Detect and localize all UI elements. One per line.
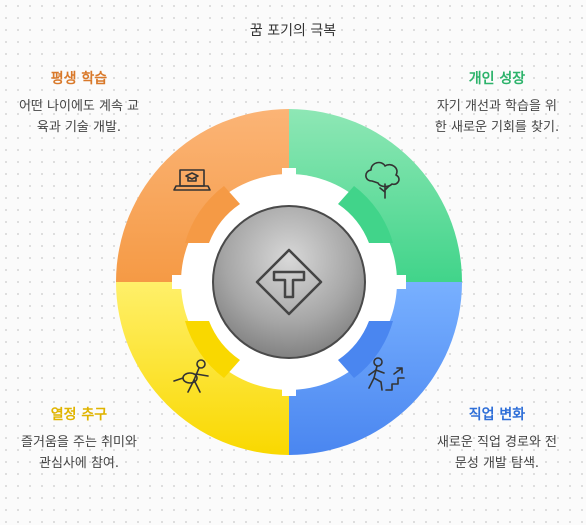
gap-right (376, 275, 406, 289)
gap-bottom (282, 366, 296, 396)
laptop-graduation-cap-icon (173, 169, 211, 191)
lifelong-learning-heading: 평생 학습 (50, 71, 108, 87)
personal-growth-block: 개인 성장 자기 개선과 학습을 위한 새로운 기회를 찾기. (432, 68, 562, 138)
lifelong-learning-block: 평생 학습 어떤 나이에도 계속 교육과 기술 개발. (14, 68, 144, 138)
tree-icon (365, 161, 400, 199)
personal-growth-heading: 개인 성장 (468, 71, 526, 87)
guitar-player-icon (173, 359, 209, 393)
notch-top-left (185, 186, 240, 243)
passion-pursuit-block: 열정 추구 즐거움을 주는 취미와 관심사에 참여. (14, 404, 144, 474)
career-change-block: 직업 변화 새로운 직업 경로와 전문성 개발 탐색. (432, 404, 562, 474)
person-climbing-stairs-icon (368, 357, 405, 391)
t-intersection-sign-icon (255, 248, 323, 316)
lifelong-learning-text: 어떤 나이에도 계속 교육과 기술 개발. (18, 99, 140, 135)
gap-top (282, 168, 296, 198)
diagram-title: 꿈 포기의 극복 (249, 23, 337, 39)
center-circle (212, 205, 366, 359)
career-change-heading: 직업 변화 (468, 407, 526, 423)
notch-bottom-right (338, 321, 393, 378)
notch-top-right (338, 186, 393, 243)
notch-bottom-left (185, 321, 240, 378)
career-change-text: 새로운 직업 경로와 전문성 개발 탐색. (436, 435, 558, 471)
personal-growth-text: 자기 개선과 학습을 위한 새로운 기회를 찾기. (434, 99, 560, 135)
passion-pursuit-text: 즐거움을 주는 취미와 관심사에 참여. (21, 435, 137, 471)
passion-pursuit-heading: 열정 추구 (50, 407, 108, 423)
gap-left (172, 275, 202, 289)
